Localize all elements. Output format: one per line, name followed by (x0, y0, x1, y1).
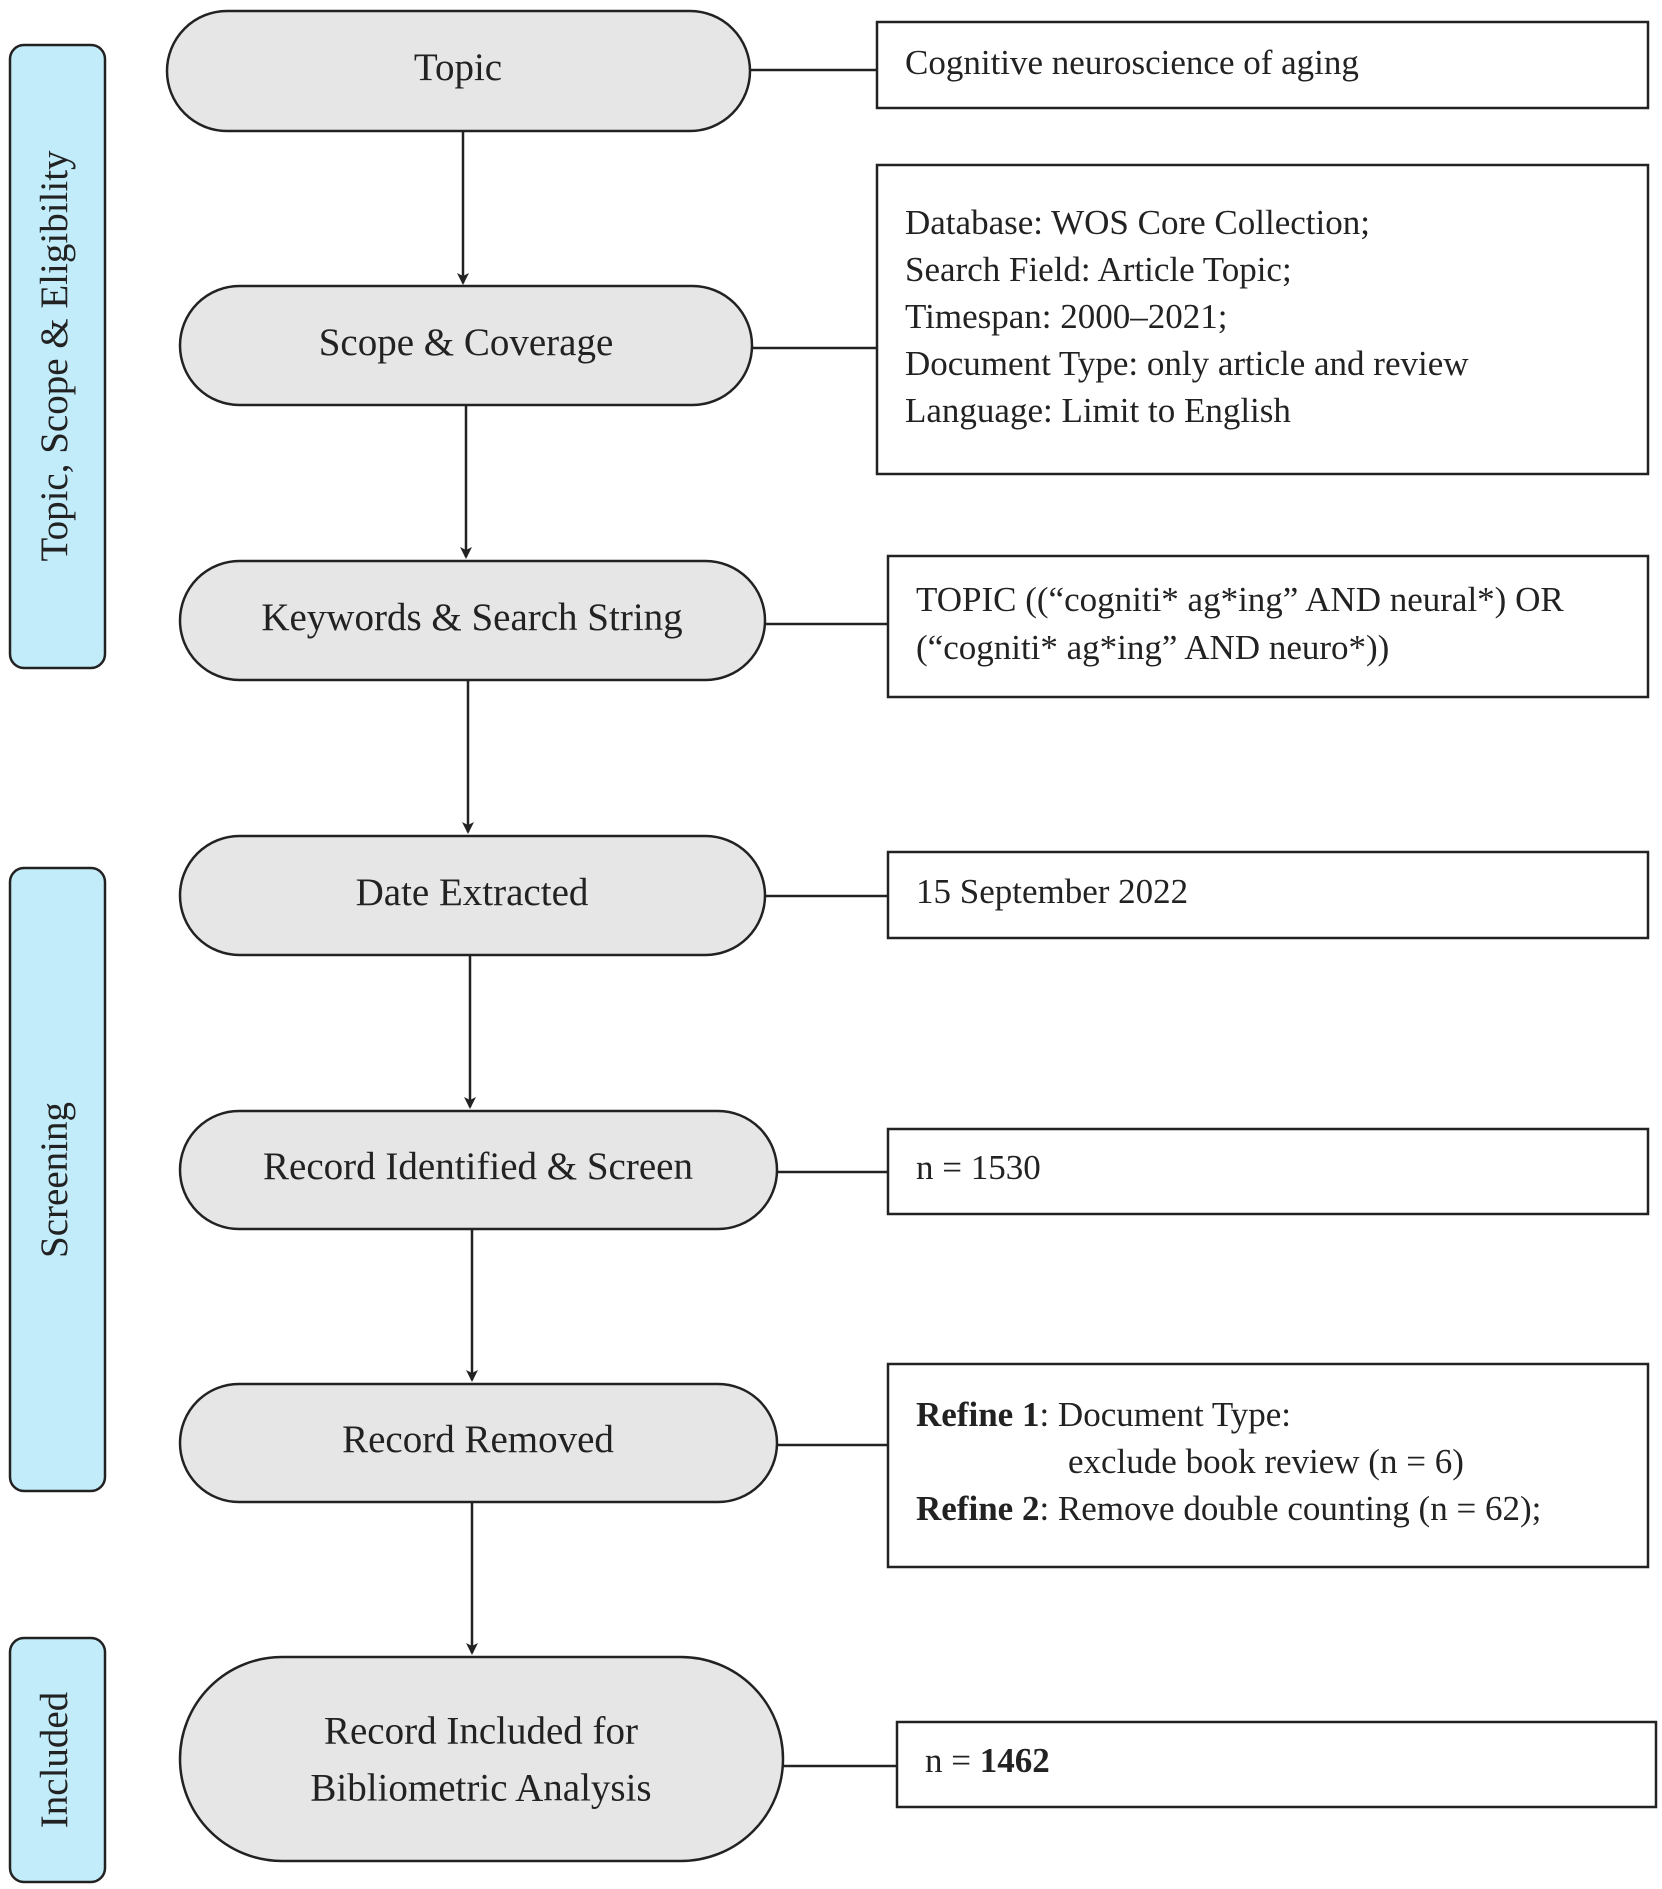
step-label-line: Record Removed (342, 1418, 614, 1461)
flow-arrows (457, 131, 478, 1655)
detail-text-bold-run: Refine 2 (916, 1489, 1039, 1528)
detail-text-run: Language: Limit to English (905, 391, 1291, 430)
detail-text: n = 1462 (925, 1741, 1050, 1780)
section-label: Topic, Scope & Eligibility (33, 150, 76, 562)
detail-text: TOPIC ((“cogniti* ag*ing” AND neural*) O… (916, 580, 1564, 667)
detail-box-topic: Cognitive neuroscience of aging (875, 20, 1650, 110)
detail-text: 15 September 2022 (916, 872, 1188, 911)
detail-text-run: Document Type: only article and review (905, 344, 1469, 383)
detail-box-search-string: TOPIC ((“cogniti* ag*ing” AND neural*) O… (886, 554, 1650, 699)
detail-box-refinements: Refine 1: Document Type: exclude book rev… (886, 1362, 1650, 1569)
detail-box-included-count: n = 1462 (895, 1720, 1658, 1809)
step-label: Topic (414, 46, 502, 89)
detail-text-run: n = 1530 (916, 1148, 1041, 1187)
detail-box-scope: Database: WOS Core Collection; Search Fie… (875, 163, 1650, 476)
detail-text-run: (“cogniti* ag*ing” AND neuro*)) (916, 628, 1389, 667)
section-band-screening: Screening (8, 866, 107, 1493)
section-band-topic-scope-eligibility: Topic, Scope & Eligibility (8, 43, 107, 670)
detail-text-run: 15 September 2022 (916, 872, 1188, 911)
detail-text-run: Cognitive neuroscience of aging (905, 43, 1359, 82)
detail-text-bold-run: Refine 1 (916, 1395, 1039, 1434)
step-label-line: Scope & Coverage (319, 321, 614, 364)
step-record-identified-screen: Record Identified & Screen (178, 1109, 779, 1231)
detail-text: Refine 1: Document Type: exclude book rev… (916, 1395, 1541, 1528)
step-record-removed: Record Removed (178, 1382, 779, 1504)
step-date-extracted: Date Extracted (178, 834, 767, 957)
detail-box-identified-count: n = 1530 (886, 1127, 1650, 1216)
step-keywords-search-string: Keywords & Search String (178, 559, 767, 682)
detail-text-run: Timespan: 2000–2021; (905, 297, 1228, 336)
detail-text-run: exclude book review (n = 6) (1068, 1442, 1464, 1481)
detail-connectors (750, 68, 897, 1768)
section-label: Included (33, 1691, 76, 1828)
step-label: Record Identified & Screen (263, 1145, 693, 1188)
detail-text: Database: WOS Core Collection; Search Fie… (905, 203, 1469, 430)
detail-text-run: n = (925, 1741, 980, 1780)
step-label: Scope & Coverage (319, 321, 614, 364)
step-label-line: Topic (414, 46, 502, 89)
step-label-line: Record Included for (324, 1709, 638, 1752)
step-label-line: Bibliometric Analysis (310, 1766, 651, 1809)
detail-text-run: Search Field: Article Topic; (905, 250, 1292, 289)
step-label-line: Keywords & Search String (261, 596, 682, 639)
detail-text-run: : Document Type: (1039, 1395, 1291, 1434)
section-label: Screening (33, 1102, 76, 1258)
detail-text: n = 1530 (916, 1148, 1041, 1187)
step-label: Date Extracted (356, 871, 589, 914)
step-label-line: Date Extracted (356, 871, 589, 914)
detail-text-run: Database: WOS Core Collection; (905, 203, 1370, 242)
detail-text-run: : Remove double counting (n = 62); (1039, 1489, 1541, 1528)
detail-box-date: 15 September 2022 (886, 850, 1650, 940)
step-label: Keywords & Search String (261, 596, 682, 639)
step-label-line: Record Identified & Screen (263, 1145, 693, 1188)
detail-text: Cognitive neuroscience of aging (905, 43, 1359, 82)
step-label: Record Removed (342, 1418, 614, 1461)
section-band-included: Included (8, 1636, 107, 1884)
step-scope-coverage: Scope & Coverage (178, 284, 754, 407)
detail-text-bold-run: 1462 (980, 1741, 1050, 1780)
step-topic: Topic (165, 9, 752, 133)
detail-text-run: TOPIC ((“cogniti* ag*ing” AND neural*) O… (916, 580, 1564, 619)
